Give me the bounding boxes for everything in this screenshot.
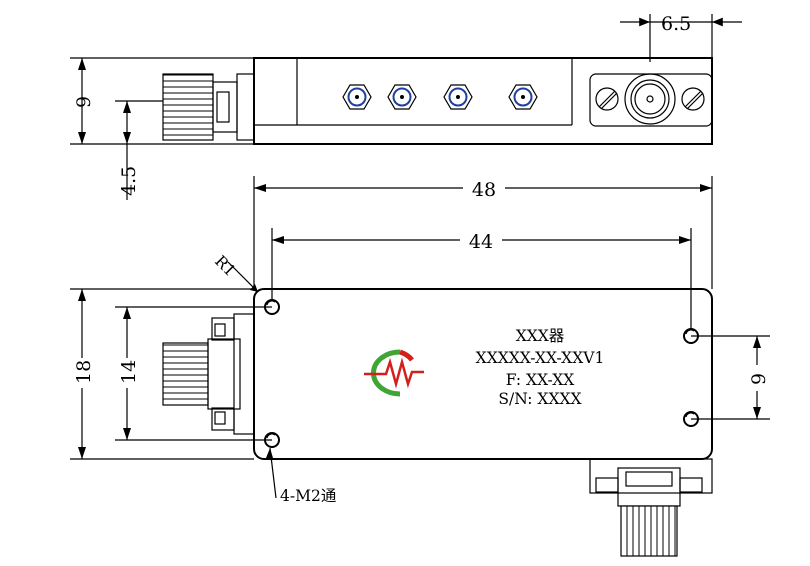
tuning-screw-icon [387,84,417,110]
sma-connector-left-icon [162,313,255,435]
top-view: 6.5 9 4.5 [70,13,742,200]
top-view-body [253,57,713,145]
serial-number: S/N: XXXX [498,390,581,408]
dim-overall-width: 18 [73,360,95,384]
dim-corner-radius: R1 [211,252,239,280]
front-view: XXX器 XXXXX-XX-XXV1 F: XX-XX S/N: XXXX 48… [70,176,770,557]
tuning-screw-icon [443,84,473,110]
model-number: XXXXX-XX-XXV1 [476,349,605,367]
dim-connector-offset: 6.5 [661,13,691,35]
product-name: XXX器 [516,327,565,345]
front-view-body [253,288,713,460]
dim-overall-length: 48 [472,179,496,201]
tuning-screw-icon [508,84,538,110]
dim-side-hole-spacing: 9 [748,373,770,385]
hole-callout: 4-M2通 [280,487,337,505]
tuning-screw-icon [342,84,372,110]
sma-connector-top-icon [162,73,255,141]
dim-hole-spacing-width: 14 [118,360,140,384]
dim-top-height: 9 [73,96,95,108]
sma-connector-bottom-icon [589,458,713,557]
frequency-label: F: XX-XX [506,371,575,389]
dim-hole-spacing-length: 44 [469,231,493,253]
dim-connector-center: 4.5 [118,166,140,196]
connector-flange-top [589,73,713,127]
company-logo-icon [364,349,424,397]
